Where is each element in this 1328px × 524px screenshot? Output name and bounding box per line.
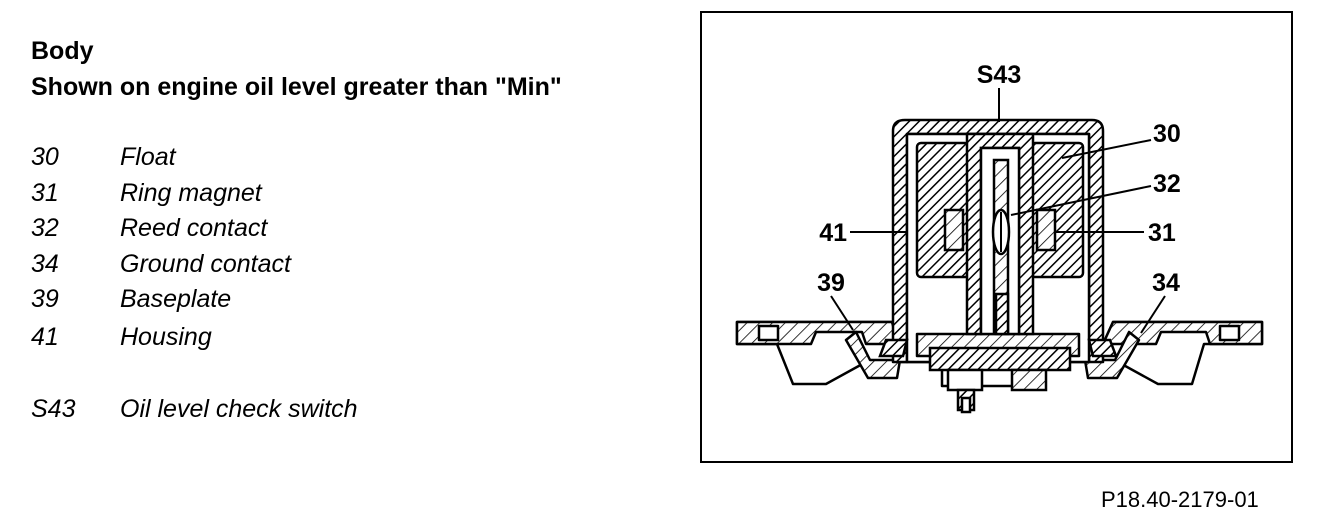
ring-magnet-shape xyxy=(943,208,1057,252)
reed-contact-shape xyxy=(991,158,1011,336)
legend-label: Housing xyxy=(120,323,212,351)
callout-housing: 41 xyxy=(819,219,847,247)
legend-list: 30 Float 31 Ring magnet 32 Reed contact … xyxy=(31,0,671,524)
legend-number: 32 xyxy=(31,214,59,242)
legend-number: 31 xyxy=(31,179,59,207)
legend-number: 41 xyxy=(31,323,59,351)
callout-reed-contact: 32 xyxy=(1153,170,1181,198)
legend-label: Ring magnet xyxy=(120,179,262,207)
legend-number: S43 xyxy=(31,395,76,423)
callout-float: 30 xyxy=(1153,120,1181,148)
legend-label: Ground contact xyxy=(120,250,291,278)
legend-number: 30 xyxy=(31,143,59,171)
leader-float xyxy=(1061,139,1152,159)
callout-s43: S43 xyxy=(977,61,1021,89)
callout-baseplate: 39 xyxy=(817,269,845,297)
diagram-subtitle: Shown on engine oil level greater than "… xyxy=(31,73,562,101)
callout-ring-magnet: 31 xyxy=(1148,219,1176,247)
legend-label: Reed contact xyxy=(120,214,268,242)
legend-number: 39 xyxy=(31,285,59,313)
leader-lines xyxy=(830,88,1166,334)
leader-reed xyxy=(1010,185,1152,216)
figure-reference: P18.40-2179-01 xyxy=(1101,487,1259,512)
diagram-title: Body xyxy=(31,37,94,65)
legend-number: 34 xyxy=(31,250,59,278)
ground-contact-shape xyxy=(878,338,1118,414)
legend-label: Oil level check switch xyxy=(120,395,358,423)
leader-baseplate xyxy=(830,295,854,331)
leader-ground xyxy=(1140,295,1166,334)
legend-label: Baseplate xyxy=(120,285,232,313)
diagram-frame xyxy=(700,11,1293,463)
legend-label: Float xyxy=(120,143,176,171)
callout-ground-contact: 34 xyxy=(1152,269,1180,297)
